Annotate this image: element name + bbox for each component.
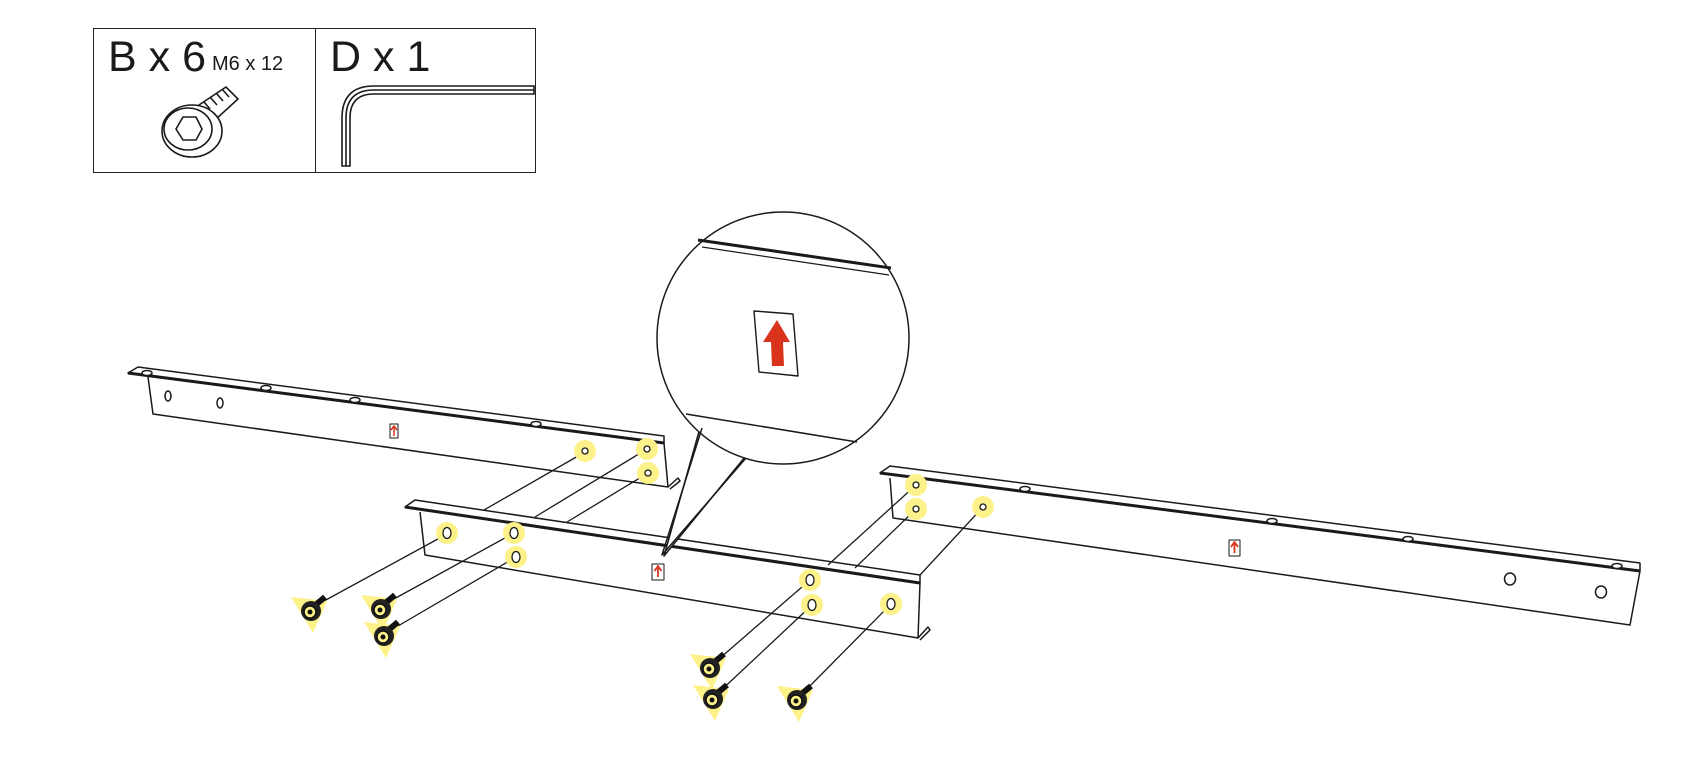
left-rail xyxy=(127,366,681,490)
highlighted-holes xyxy=(436,438,994,616)
bolts xyxy=(291,592,813,722)
part-d-cell: D x 1 xyxy=(316,29,535,172)
center-rail xyxy=(404,499,931,641)
bolt-icon xyxy=(364,619,400,658)
part-d-label: D x 1 xyxy=(330,33,431,81)
hex-socket-bolt-icon xyxy=(161,85,240,158)
alignment-lines xyxy=(312,448,984,698)
up-arrow-icon xyxy=(763,320,790,366)
right-rail xyxy=(879,465,1641,626)
part-b-cell: B x 6 M6 x 12 xyxy=(94,29,316,172)
bolt-icon xyxy=(690,651,726,690)
bolt-icon xyxy=(777,683,813,722)
part-b-label: B x 6 xyxy=(108,33,206,81)
bolt-icon xyxy=(361,592,397,631)
allen-key-icon xyxy=(341,85,535,167)
bolt-icon xyxy=(693,682,729,721)
bolt-icon xyxy=(291,594,327,633)
magnified-callout xyxy=(656,211,910,557)
parts-list: B x 6 M6 x 12 D x 1 xyxy=(93,28,536,173)
part-b-spec: M6 x 12 xyxy=(212,53,284,75)
